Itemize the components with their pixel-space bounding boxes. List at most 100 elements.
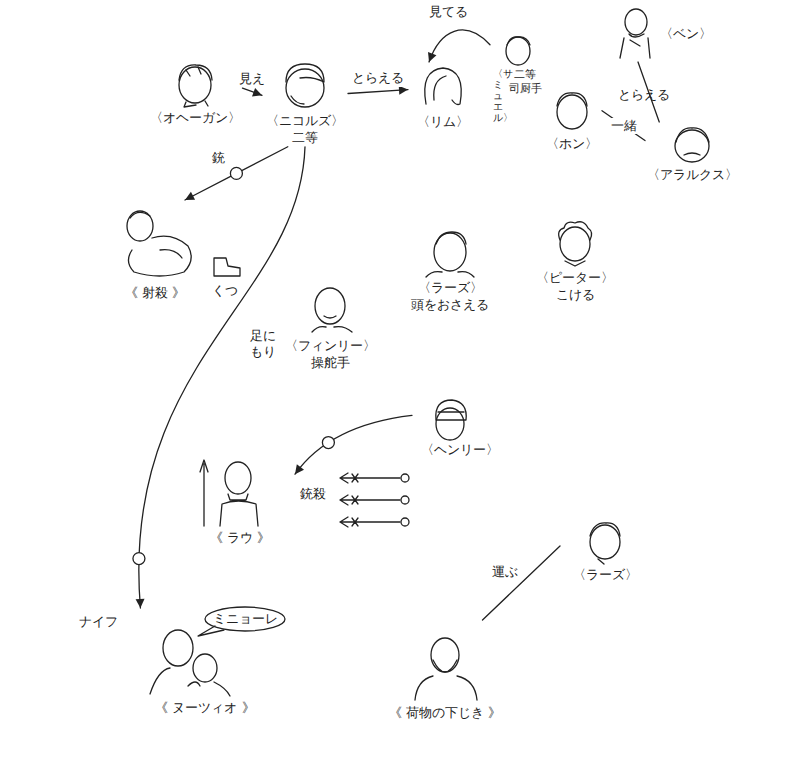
character-name: 《 ラウ 》 (185, 530, 295, 547)
character-node: 〈フィンリー〉操舵手 (280, 280, 380, 372)
edge-label: 運ぶ (490, 564, 520, 580)
nunzio-sketch (150, 607, 285, 696)
shoulders (426, 272, 474, 277)
character-node: 〈リム〉 (408, 62, 478, 131)
head (315, 288, 345, 324)
jaw (291, 96, 304, 104)
arrow-head (136, 599, 145, 608)
nicholls-sketch (286, 64, 324, 107)
bullet-dot (401, 474, 409, 482)
edge-label: とらえる (616, 87, 633, 103)
body (220, 494, 258, 526)
bullet-arrow (340, 473, 400, 483)
hair (590, 523, 620, 564)
shot-figure-sketch (127, 211, 191, 276)
character-name: 《 射殺 》 (105, 285, 205, 302)
bullet-arrow (340, 495, 400, 505)
edge-label: とらえる (350, 70, 406, 86)
body (620, 34, 650, 58)
head (434, 233, 466, 271)
body (415, 676, 477, 700)
character-note: 頭をおさえる (395, 297, 505, 314)
hon-sketch (557, 93, 587, 129)
character-name: 《 ヌーツィオ 》 (120, 700, 290, 717)
alarcus-sketch (675, 128, 709, 162)
arrow-head (399, 86, 408, 95)
beanie (436, 400, 466, 420)
cap (286, 64, 324, 82)
head (163, 630, 193, 666)
crushed-figure-sketch (415, 638, 477, 700)
hair (557, 93, 587, 106)
character-node: 〈ヘンリー〉 (412, 392, 507, 459)
relation-connector (348, 90, 408, 94)
character-role: 二等 司厨手 (507, 68, 542, 97)
edge-label: 見てる (427, 4, 470, 20)
character-name: 〈サミュエル〉 (493, 68, 503, 123)
character-node: 〈オヘーガン〉 (148, 60, 243, 127)
character-node: 〈ホン〉 (542, 88, 602, 153)
note-label: 足に もり (250, 328, 278, 361)
arm (160, 250, 182, 258)
bullet-dot (401, 518, 409, 526)
edge-label: 見え (237, 71, 267, 87)
head (675, 130, 709, 162)
hair (179, 65, 212, 80)
head (557, 95, 587, 129)
bullet-dot (401, 496, 409, 504)
note-label: ミニョーレ (213, 611, 278, 627)
arrow-head (252, 88, 262, 96)
hair (507, 37, 530, 45)
shoulders (312, 327, 352, 332)
henry-sketch (436, 400, 466, 440)
label-row: 〈サミュエル〉二等 司厨手 (490, 68, 546, 123)
edge-label: ナイフ (77, 614, 120, 630)
collar (565, 261, 585, 266)
character-name: 〈ホン〉 (542, 136, 602, 153)
body (150, 668, 230, 696)
relation-connector (295, 415, 412, 474)
hair (436, 232, 466, 244)
arrow-head (295, 464, 304, 474)
character-node: 〈ニコルズ〉二等 (262, 58, 348, 147)
beard (433, 660, 457, 672)
character-node: 〈ピーター〉こける (525, 212, 625, 304)
spear (200, 460, 208, 526)
relation-connector (185, 147, 288, 200)
edge-marker (230, 167, 242, 179)
peter-sketch (559, 222, 592, 266)
head (506, 37, 530, 65)
character-node: 〈ラーズ〉頭をおさえる (395, 225, 505, 314)
relation-connector (602, 111, 645, 141)
collar (184, 101, 208, 107)
head (225, 462, 251, 494)
head (431, 638, 459, 672)
character-note: 操舵手 (280, 355, 380, 372)
mouth (324, 316, 336, 318)
bullet-arrow (340, 517, 400, 527)
edge-marker (322, 437, 334, 449)
character-name: 〈フィンリー〉 (280, 338, 380, 355)
bullet-marks (340, 473, 409, 527)
note-label: 銃殺 (300, 486, 326, 502)
hair (676, 128, 709, 155)
character-node: 〈ベン〉 (608, 6, 728, 62)
head (625, 9, 647, 35)
note-label: くつ (212, 283, 238, 299)
lars-sketch (426, 232, 474, 277)
character-name: 〈ヘンリー〉 (412, 442, 507, 459)
character-name: 〈ニコルズ〉 (262, 113, 348, 130)
edge-label: 銃 (210, 150, 227, 166)
character-node: 《 ラウ 》 (185, 450, 295, 547)
head (179, 67, 211, 103)
relation-connector (139, 147, 305, 608)
relation-connector (638, 62, 659, 122)
samuel-sketch (506, 37, 530, 65)
curly-hair (559, 222, 592, 240)
head (286, 69, 324, 107)
hair (130, 212, 150, 218)
character-node: 《 荷物の下じき 》 (370, 620, 520, 722)
lau-sketch (200, 460, 258, 526)
